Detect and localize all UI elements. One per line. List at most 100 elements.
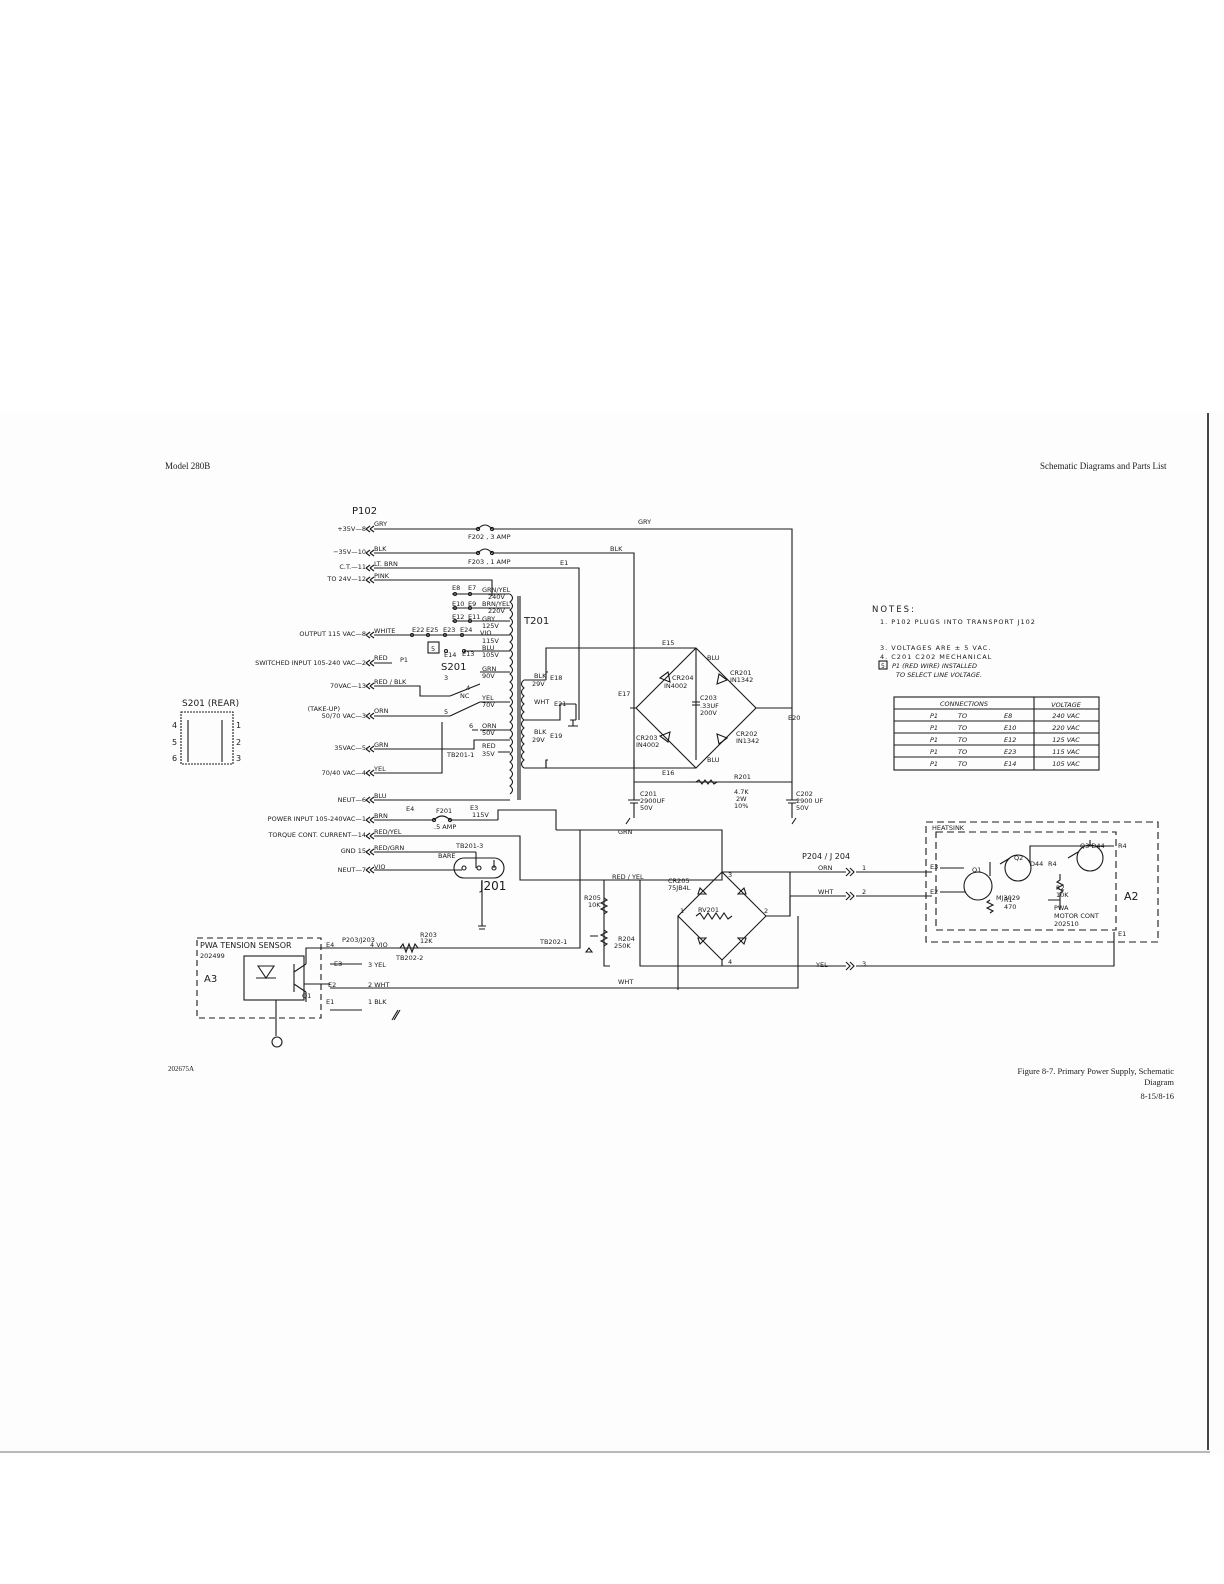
svg-text:RED: RED bbox=[482, 742, 496, 750]
svg-text:WHT: WHT bbox=[818, 888, 833, 896]
j201-connector bbox=[452, 852, 505, 930]
wire-color: WHITE bbox=[374, 627, 395, 635]
svg-text:D44: D44 bbox=[1030, 860, 1043, 868]
svg-text:6: 6 bbox=[469, 722, 473, 730]
svg-text:3: 3 bbox=[236, 754, 241, 763]
svg-text:VIO: VIO bbox=[480, 629, 491, 637]
pin-label: 70VAC—13 bbox=[330, 682, 366, 690]
svg-text:E3: E3 bbox=[930, 863, 938, 871]
svg-text:202499: 202499 bbox=[200, 952, 225, 960]
pin-label: NEUT—6 bbox=[338, 796, 366, 804]
svg-text:202510: 202510 bbox=[1054, 920, 1079, 928]
svg-text:IN4002: IN4002 bbox=[664, 682, 687, 690]
pin-label: NEUT—7 bbox=[338, 866, 366, 874]
svg-text:BLU: BLU bbox=[482, 644, 495, 652]
svg-text:HEATSINK: HEATSINK bbox=[932, 824, 965, 832]
svg-text:3: 3 bbox=[862, 960, 866, 968]
wire-color: GRY bbox=[374, 520, 387, 528]
svg-text:E18: E18 bbox=[550, 674, 562, 682]
svg-text:29V: 29V bbox=[532, 736, 545, 744]
figure-caption-line1: Figure 8-7. Primary Power Supply, Schema… bbox=[1017, 1066, 1174, 1076]
svg-text:E19: E19 bbox=[550, 732, 562, 740]
svg-text:E2: E2 bbox=[328, 981, 336, 989]
svg-text:10%: 10% bbox=[734, 802, 748, 810]
svg-text:GRN: GRN bbox=[482, 665, 497, 673]
fuses bbox=[431, 524, 495, 823]
svg-text:2: 2 bbox=[236, 738, 241, 747]
wire-color: RED bbox=[374, 654, 388, 662]
svg-text:P203/J203: P203/J203 bbox=[342, 936, 375, 944]
pin-label: (TAKE-UP) bbox=[308, 705, 340, 713]
blk-wire-label: BLK bbox=[610, 545, 623, 553]
svg-text:2: 2 bbox=[862, 888, 866, 896]
svg-text:CONNECTIONS: CONNECTIONS bbox=[940, 700, 988, 708]
f203-label: F203 , 1 AMP bbox=[468, 558, 511, 566]
svg-text:1: 1 bbox=[236, 721, 241, 730]
j201-label: J201 bbox=[479, 879, 506, 893]
svg-text:C203: C203 bbox=[700, 694, 717, 702]
svg-text:R4: R4 bbox=[1048, 860, 1057, 868]
svg-text:TB202-1: TB202-1 bbox=[539, 938, 567, 946]
svg-text:2W: 2W bbox=[736, 795, 747, 803]
svg-text:Q3 D44: Q3 D44 bbox=[1080, 842, 1105, 850]
svg-text:50V: 50V bbox=[482, 729, 495, 737]
svg-text:BRN/YEL: BRN/YEL bbox=[482, 600, 510, 608]
wire-color: PINK bbox=[374, 572, 390, 580]
svg-text:1: 1 bbox=[862, 864, 866, 872]
svg-text:4. C201 C202 MECHANICAL: 4. C201 C202 MECHANICAL bbox=[880, 653, 992, 661]
f202-label: F202 , 3 AMP bbox=[468, 533, 511, 541]
wire-color: BLU bbox=[374, 792, 387, 800]
figure-caption-line2: Diagram bbox=[1144, 1077, 1174, 1087]
wire-color: YEL bbox=[373, 765, 386, 773]
svg-text:BARE: BARE bbox=[438, 852, 456, 860]
svg-text:CR204: CR204 bbox=[672, 674, 693, 682]
svg-text:C201: C201 bbox=[640, 790, 657, 798]
pin-label: TORQUE CONT. CURRENT—14 bbox=[267, 831, 366, 839]
svg-text:115V: 115V bbox=[482, 637, 499, 645]
svg-text:BLK: BLK bbox=[534, 672, 547, 680]
svg-text:BLU: BLU bbox=[707, 654, 720, 662]
svg-text:3 YEL: 3 YEL bbox=[368, 961, 386, 969]
svg-text:R4: R4 bbox=[1118, 842, 1127, 850]
svg-text:220V: 220V bbox=[488, 607, 505, 615]
rectifier-labels: E15 E17 E16 E20 BLU BLU CR204 IN4002 CR2… bbox=[618, 639, 823, 836]
svg-text:WHT: WHT bbox=[618, 978, 633, 986]
svg-text:.33UF: .33UF bbox=[700, 702, 719, 710]
pin-label: TO 24V—12 bbox=[326, 575, 366, 583]
svg-text:E11: E11 bbox=[468, 613, 480, 621]
svg-text:GRN/YEL: GRN/YEL bbox=[482, 586, 511, 594]
wire-color: VIO bbox=[374, 863, 385, 871]
cr205-labels: RED / YEL CR205 75JB4L RV201 R205 10K R2… bbox=[584, 871, 768, 966]
svg-text:RED / YEL: RED / YEL bbox=[612, 873, 644, 881]
svg-text:Q2: Q2 bbox=[1014, 854, 1023, 862]
svg-text:E21: E21 bbox=[554, 700, 566, 708]
svg-text:C202: C202 bbox=[796, 790, 813, 798]
p102-wire-colors: GRY BLK LT. BRN PINK WHITE RED RED / BLK… bbox=[373, 520, 407, 871]
wire-color: BLK bbox=[374, 545, 387, 553]
svg-text:2900UF: 2900UF bbox=[640, 797, 665, 805]
svg-text:E3: E3 bbox=[470, 804, 478, 812]
svg-text:R203: R203 bbox=[420, 931, 437, 939]
svg-text:P1: P1 bbox=[930, 760, 938, 768]
svg-text:5: 5 bbox=[444, 708, 448, 716]
svg-text:R1: R1 bbox=[1004, 896, 1013, 904]
svg-text:2: 2 bbox=[764, 907, 768, 915]
motor-control-a2 bbox=[925, 821, 1159, 943]
svg-text:10K: 10K bbox=[588, 901, 601, 909]
svg-text:5: 5 bbox=[431, 645, 435, 653]
svg-text:240V: 240V bbox=[488, 593, 505, 601]
svg-text:NC: NC bbox=[460, 692, 470, 700]
svg-text:70V: 70V bbox=[482, 701, 495, 709]
boxed-five bbox=[427, 641, 440, 654]
motor-control-labels: HEATSINK E3 E2 E1 Q1 MJ3029 Q2 D44 R4 Q3… bbox=[862, 824, 1139, 968]
svg-text:3. VOLTAGES ARE ± 5 VAC.: 3. VOLTAGES ARE ± 5 VAC. bbox=[880, 644, 991, 652]
wire-color: RED / BLK bbox=[374, 678, 407, 686]
svg-text:90V: 90V bbox=[482, 672, 495, 680]
interconnect-wires bbox=[362, 830, 1115, 989]
svg-text:E22: E22 bbox=[412, 626, 424, 634]
svg-text:50V: 50V bbox=[796, 804, 809, 812]
svg-text:E15: E15 bbox=[662, 639, 674, 647]
svg-text:115V: 115V bbox=[472, 811, 489, 819]
cr205-bridge bbox=[584, 871, 791, 990]
svg-text:4.7K: 4.7K bbox=[734, 788, 749, 796]
